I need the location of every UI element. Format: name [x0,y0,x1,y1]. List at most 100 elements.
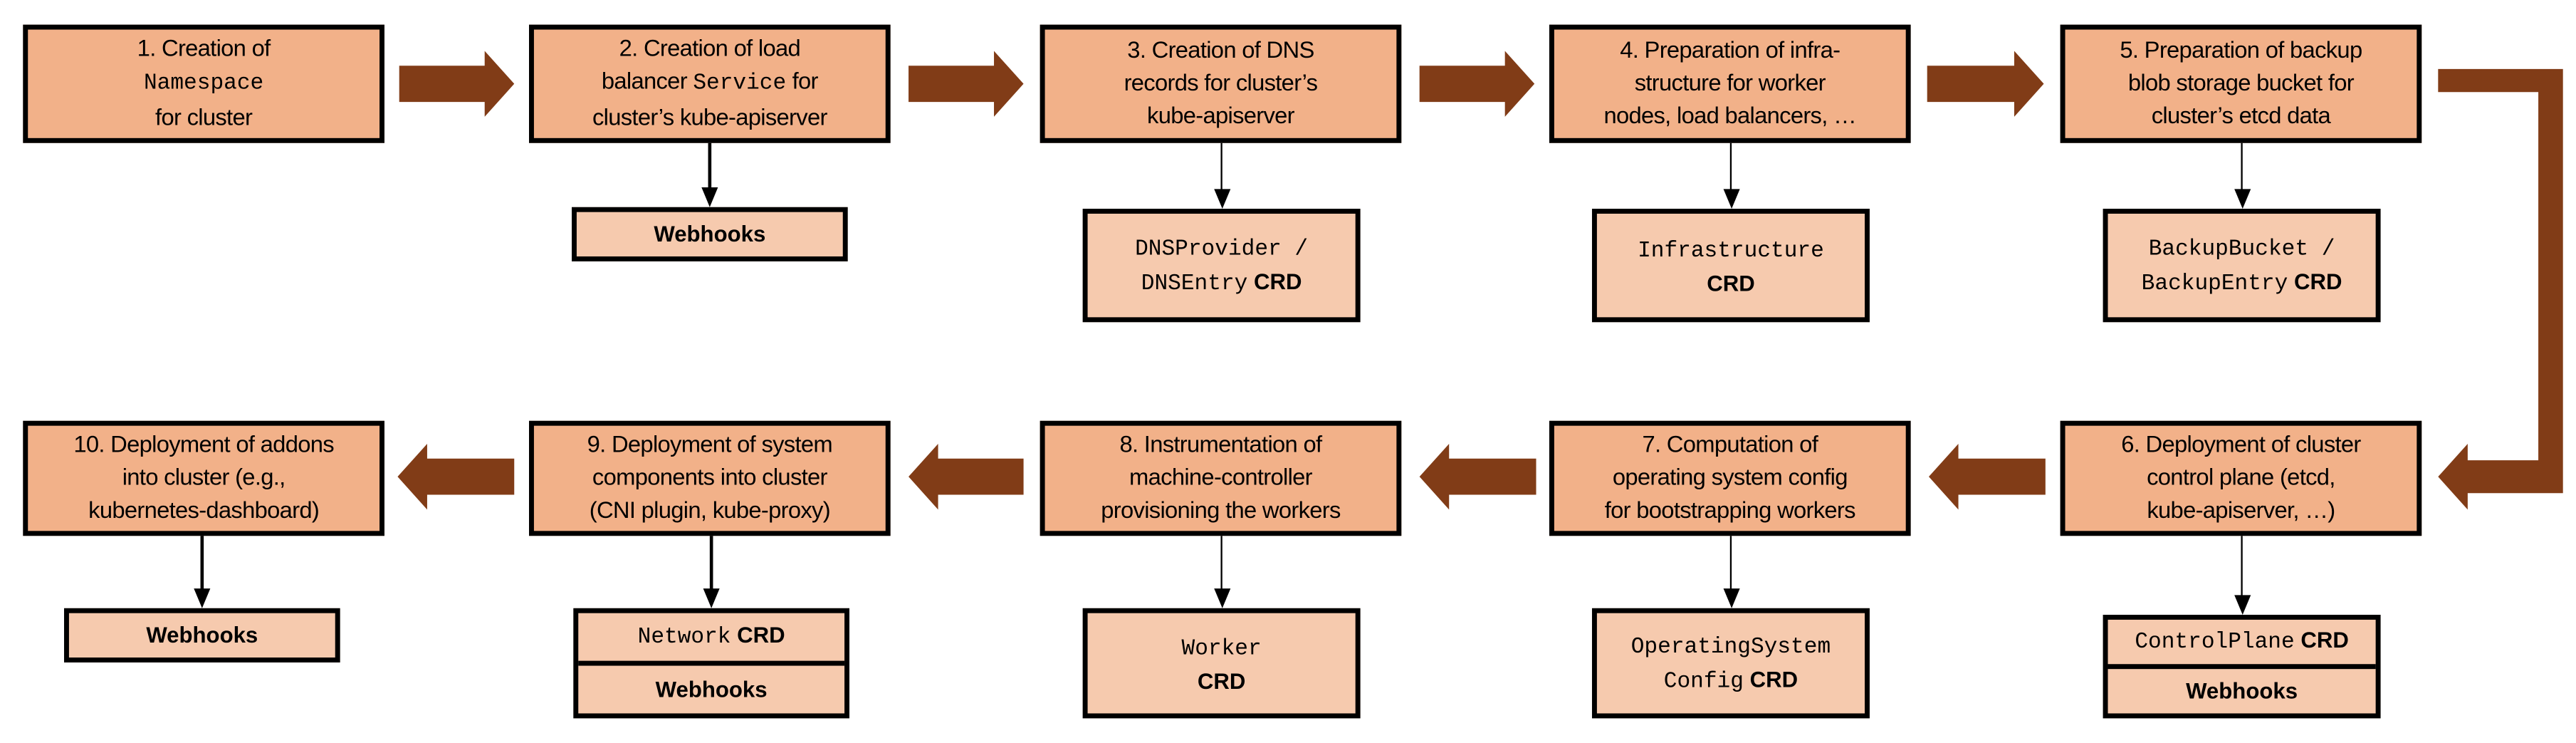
text-line: Namespace [144,66,263,102]
label-text: cluster’s etcd data [2151,103,2331,130]
text-line: BackupEntry CRD [2142,266,2342,300]
resource-name: Service [693,72,787,98]
arrowhead-down-icon [194,588,211,608]
connector-line [1220,536,1223,591]
text-line: cluster’s kube-apiserver [592,102,827,135]
label-text: 7. Computation of [1642,432,1818,459]
arrowhead-down-icon [1722,189,1739,209]
text-line: operating system config [1613,462,1848,494]
text-line: CRD [1707,267,1754,298]
resource-name: Namespace [143,72,264,98]
arrow-right-icon [1419,51,1535,117]
text-line: 10. Deployment of addons [73,429,334,462]
label-text: CRD [2294,628,2349,653]
text-line: Config CRD [1664,663,1798,697]
arrow-left-icon [397,444,515,510]
resource-cell: BackupBucket / BackupEntry CRD [2108,214,2376,317]
label-text: 2. Creation of load [619,36,801,63]
label-text: 6. Deployment of cluster [2121,432,2361,459]
label-text: records for cluster’s [1124,71,1318,98]
label-text: CRD [1247,269,1302,293]
label-text: for cluster [155,105,253,132]
text-line: 6. Deployment of cluster [2121,429,2361,462]
label-text: balancer [601,68,693,95]
label-text: CRD [1743,666,1799,692]
step-box-1: 1. Creation of Namespace for cluster [23,24,384,143]
label-text: control plane (etcd, [2147,465,2335,492]
label-text: Webhooks [2186,678,2298,704]
label-text: 1. Creation of [137,36,271,63]
label-text: 10. Deployment of addons [73,432,334,459]
label-text: for bootstrapping workers [1604,498,1856,525]
text-line: cluster’s etcd data [2151,100,2331,133]
arrow-right-icon [399,51,515,117]
label-text: 3. Creation of DNS [1127,38,1314,64]
text-line: nodes, load balancers, … [1603,100,1856,133]
resource-box-3: DNSProvider / DNSEntry CRD [1082,209,1361,323]
connector-line [1729,536,1732,591]
text-line: records for cluster’s [1124,68,1318,100]
step-box-6: 6. Deployment of cluster control plane (e… [2060,420,2422,536]
label-text: into cluster (e.g., [122,465,286,492]
text-line: Webhooks [656,674,768,705]
resource-name: DNSEntry [1141,271,1248,297]
label-text: 5. Preparation of backup [2120,38,2362,64]
resource-name: DNSProvider / [1135,237,1309,263]
label-text: CRD [1197,667,1246,693]
text-line: structure for worker [1635,68,1826,100]
label-text: 4. Preparation of infra- [1620,38,1841,64]
step-box-10: 10. Deployment of addons into cluster (e.… [23,420,384,536]
label-text: kubernetes-dashboard) [88,498,320,525]
arrowhead-down-icon [1213,588,1230,608]
text-line: OperatingSystem [1631,629,1831,663]
step-box-7: 7. Computation of operating system config… [1549,420,1911,536]
resource-cell: DNSProvider / DNSEntry CRD [1088,214,1356,317]
text-line: Worker [1182,630,1262,665]
resource-name: BackupBucket / [2148,237,2335,263]
label-text: nodes, load balancers, … [1603,103,1857,130]
label-text: blob storage bucket for [2127,71,2355,98]
label-text: cluster’s kube-apiserver [592,105,827,132]
text-line: 4. Preparation of infra- [1620,34,1841,67]
label-text: 8. Instrumentation of [1119,432,1322,459]
text-line: Webhooks [2186,675,2298,707]
text-line: Infrastructure [1638,233,1824,267]
connector-line [710,536,713,591]
text-line: 1. Creation of [137,33,271,66]
connector-line [2240,536,2243,597]
label-text: Webhooks [146,623,258,648]
text-line: 8. Instrumentation of [1119,429,1322,462]
step-box-4: 4. Preparation of infra-structure for wo… [1549,24,1911,143]
resource-name: Network [637,626,731,651]
resource-cell: Webhooks [69,613,335,658]
connector-line [708,142,711,189]
connector-line [1729,142,1732,191]
arrow-right-icon [1927,51,2044,117]
label-text: CRD [2288,269,2342,293]
arrow-right-icon [909,51,1024,117]
resource-name: OperatingSystem [1630,635,1831,660]
label-text: provisioning the workers [1101,498,1341,525]
label-text: components into cluster [592,465,828,492]
text-line: CRD [1198,665,1245,696]
text-line: kube-apiserver, …) [2147,495,2335,528]
text-line: control plane (etcd, [2147,462,2335,494]
return-arrow-icon [2438,68,2563,510]
arrowhead-down-icon [2234,595,2251,615]
connector-line [1220,142,1223,191]
text-line: ControlPlane CRD [2135,625,2348,659]
text-line: provisioning the workers [1101,495,1341,528]
arrow-left-icon [1419,444,1536,510]
resource-cell: Webhooks [578,660,845,714]
arrowhead-down-icon [703,588,720,608]
label-text: (CNI plugin, kube-proxy) [589,498,831,525]
arrowhead-down-icon [2234,189,2251,209]
